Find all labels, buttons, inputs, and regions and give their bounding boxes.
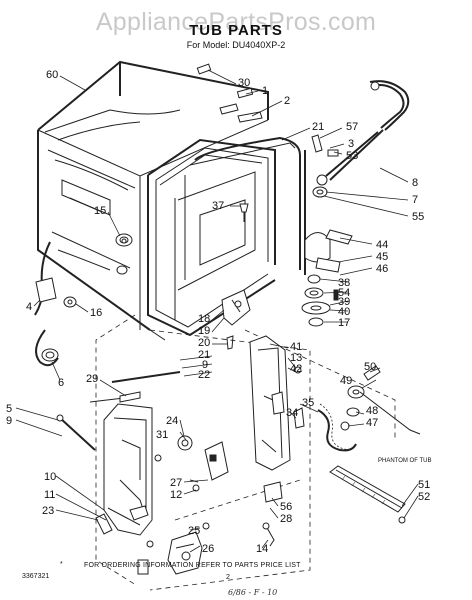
callout-16: 16 [90, 307, 102, 319]
callout-42: 42 [290, 363, 302, 375]
hose-assembly [316, 80, 410, 186]
callout-17: 17 [338, 317, 350, 329]
right-fittings [340, 365, 421, 435]
callout-5: 5 [6, 403, 12, 415]
callout-9-mid: 9 [202, 359, 208, 371]
drain-hose-left [34, 241, 77, 367]
callout-30: 30 [238, 77, 250, 89]
callout-37: 37 [212, 200, 224, 212]
door-rod [89, 371, 181, 403]
callout-labels: 60 30 1 2 21 57 3 53 8 7 55 37 15 44 45 … [6, 69, 430, 555]
top-clips [196, 63, 263, 123]
callout-7: 7 [412, 194, 418, 206]
callout-34: 34 [286, 407, 298, 419]
leader-lines [15, 69, 419, 553]
small-fasteners [121, 203, 249, 244]
callout-47: 47 [366, 417, 378, 429]
callout-4: 4 [26, 301, 32, 313]
callout-9-left: 9 [6, 415, 12, 427]
center-bracket [221, 289, 251, 350]
callout-53: 53 [346, 150, 358, 162]
phantom-tub-outline [95, 314, 396, 591]
callout-40: 40 [338, 306, 350, 318]
callout-38: 38 [338, 277, 350, 289]
center-lower-hinge [154, 435, 229, 492]
callout-10: 10 [44, 471, 56, 483]
vent-hose [293, 403, 357, 452]
callout-60: 60 [46, 69, 58, 81]
callout-46: 46 [376, 263, 388, 275]
callout-51: 51 [418, 479, 430, 491]
phantom-of-tub-label: PHANTOM OF TUB [378, 458, 431, 464]
callout-56: 56 [280, 501, 292, 513]
callout-39: 39 [338, 296, 350, 308]
callout-48: 48 [366, 405, 378, 417]
callout-50: 50 [364, 361, 376, 373]
callout-1: 1 [262, 85, 268, 97]
callout-15: 15 [94, 205, 106, 217]
callout-27: 27 [170, 477, 182, 489]
callout-2: 2 [284, 95, 290, 107]
model-line: For Model: DU4040XP-2 [186, 40, 286, 50]
callout-44: 44 [376, 239, 388, 251]
callout-49: 49 [340, 375, 352, 387]
center-pump-parts [301, 229, 353, 327]
callout-21-top: 21 [312, 121, 324, 133]
left-door-hinge [56, 403, 153, 536]
callout-54: 54 [338, 287, 350, 299]
cabinet-outer [37, 60, 269, 341]
right-door-hinge [249, 335, 302, 471]
page-number: 2 [226, 574, 230, 581]
callout-20: 20 [198, 337, 210, 349]
bottom-left-parts [95, 513, 154, 575]
callout-55: 55 [412, 211, 424, 223]
callout-29: 29 [86, 373, 98, 385]
callout-19: 19 [198, 325, 210, 337]
callout-52: 52 [418, 491, 430, 503]
callout-45: 45 [376, 251, 388, 263]
callout-23: 23 [42, 505, 54, 517]
doc-number: 3367321 [22, 573, 50, 580]
footnote-star: * [60, 561, 63, 568]
callout-13: 13 [290, 352, 302, 364]
callout-8: 8 [412, 177, 418, 189]
handwritten-date: 6/86 - F - 10 [228, 588, 278, 597]
callout-11: 11 [44, 489, 55, 501]
callout-41: 41 [290, 341, 302, 353]
tub-frame [147, 136, 306, 337]
callout-18: 18 [198, 313, 210, 325]
inlet-parts [311, 134, 339, 198]
callout-28: 28 [280, 513, 292, 525]
callout-6: 6 [58, 377, 64, 389]
page-title: TUB PARTS [189, 22, 283, 39]
watermark: AppliancePartsPros.com [95, 8, 377, 36]
callout-14: 14 [256, 543, 268, 555]
callout-12: 12 [170, 489, 182, 501]
callout-25: 25 [188, 525, 200, 537]
callout-3: 3 [348, 138, 354, 150]
callout-31: 31 [156, 429, 168, 441]
callout-57: 57 [346, 121, 358, 133]
callout-21-mid: 21 [198, 349, 210, 361]
bottom-center-parts [167, 481, 283, 575]
kick-strip [329, 465, 406, 524]
ordering-note: FOR ORDERING INFORMATION REFER TO PARTS … [84, 562, 301, 569]
callout-22: 22 [198, 369, 210, 381]
callout-35: 35 [302, 397, 314, 409]
callout-26: 26 [202, 543, 214, 555]
callout-24: 24 [166, 415, 178, 427]
